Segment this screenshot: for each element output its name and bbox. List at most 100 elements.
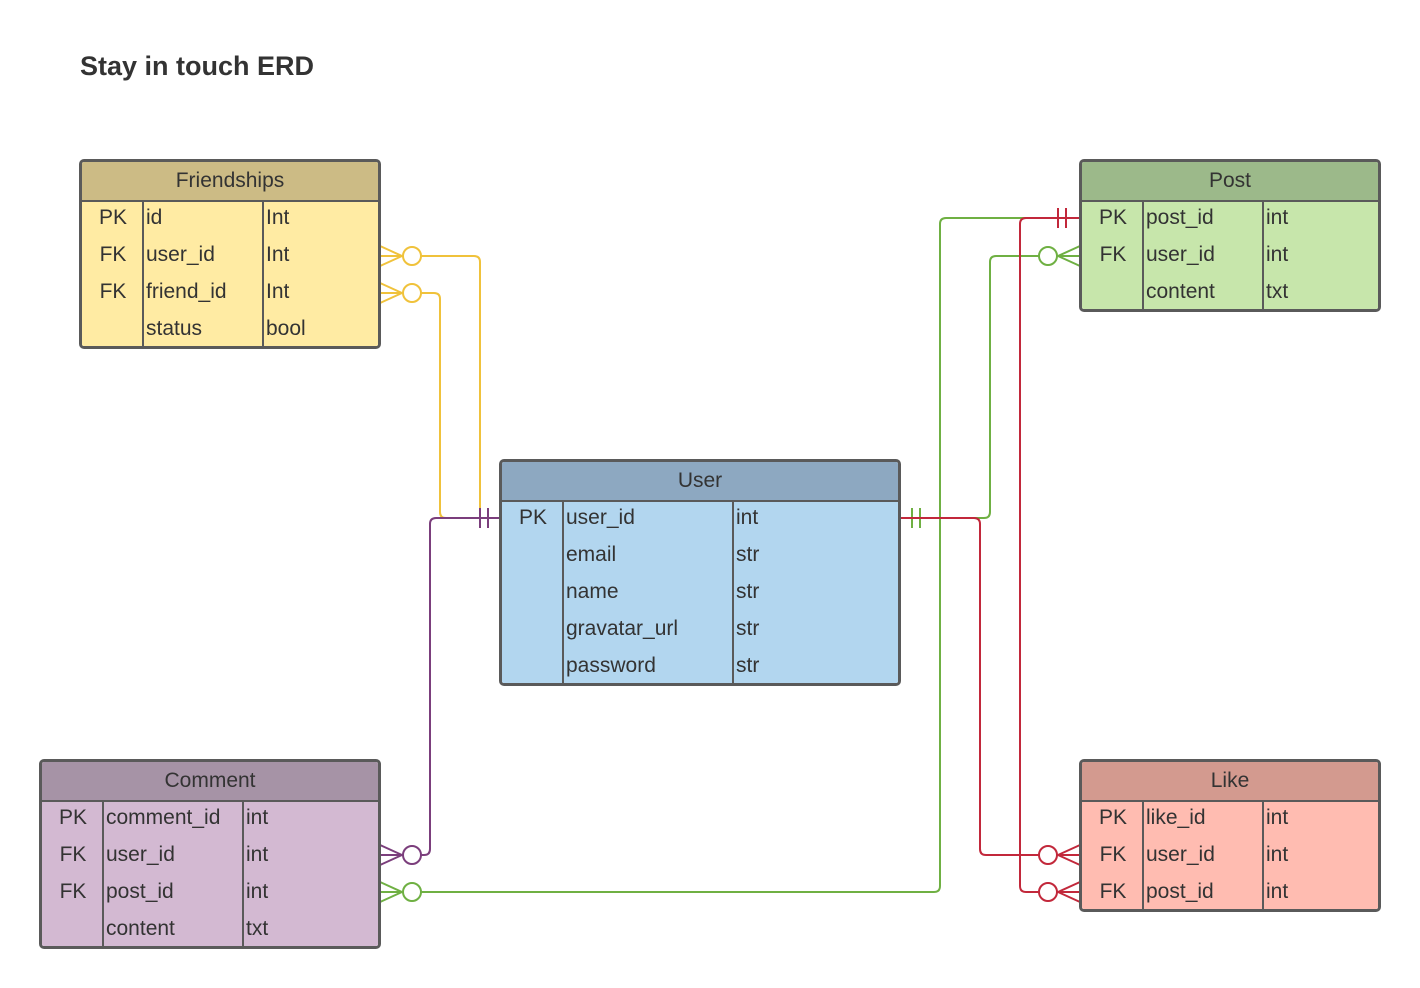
key-cell: FK: [59, 843, 87, 866]
key-cell: PK: [1098, 806, 1127, 829]
entity-row: FK friend_id Int: [82, 276, 378, 313]
key-cell: PK: [58, 806, 87, 829]
entity-header-friendships: Friendships: [82, 162, 378, 202]
type-cell: txt: [246, 917, 269, 940]
key-cell: FK: [1099, 843, 1127, 866]
field-cell: name: [566, 580, 619, 603]
field-cell: user_id: [146, 243, 215, 266]
entity-row: content txt: [1082, 276, 1378, 309]
field-cell: like_id: [1146, 806, 1206, 829]
field-cell: post_id: [1146, 880, 1214, 903]
column-divider: [562, 502, 564, 683]
type-cell: txt: [1266, 280, 1289, 303]
entity-header-user: User: [502, 462, 898, 502]
field-cell: content: [1146, 280, 1215, 303]
type-cell: int: [736, 506, 759, 529]
type-cell: int: [1266, 206, 1289, 229]
field-cell: content: [106, 917, 175, 940]
entity-row: FK user_id int: [1082, 239, 1378, 276]
entity-row: FK post_id int: [42, 876, 378, 913]
connector-post-like: [1019, 208, 1081, 903]
type-cell: Int: [266, 280, 290, 303]
column-divider: [262, 202, 264, 346]
column-divider: [1262, 802, 1264, 909]
entity-row: PK user_id int: [502, 502, 898, 539]
entity-row: FK user_id Int: [82, 239, 378, 276]
entity-row: gravatar_url str: [502, 613, 898, 650]
key-cell: PK: [1098, 206, 1127, 229]
field-cell: friend_id: [146, 280, 227, 303]
entity-header-comment: Comment: [42, 762, 378, 802]
entity-row: name str: [502, 576, 898, 613]
field-cell: email: [566, 543, 617, 566]
entity-row: FK user_id int: [42, 839, 378, 876]
key-cell: FK: [99, 280, 127, 303]
entity-row: PK like_id int: [1082, 802, 1378, 839]
type-cell: int: [246, 806, 269, 829]
connector-user-post: [900, 245, 1081, 528]
connector-user-comment: [379, 508, 500, 866]
entity-row: email str: [502, 539, 898, 576]
field-cell: post_id: [106, 880, 174, 903]
type-cell: int: [246, 880, 269, 903]
field-cell: user_id: [1146, 243, 1215, 266]
type-cell: int: [1266, 880, 1289, 903]
entity-header-like: Like: [1082, 762, 1378, 802]
field-cell: user_id: [566, 506, 635, 529]
type-cell: str: [736, 617, 760, 640]
type-cell: bool: [266, 317, 306, 340]
entity-row: status bool: [82, 313, 378, 346]
connector-friendships-user-id: [379, 245, 500, 519]
column-divider: [732, 502, 734, 683]
column-divider: [1142, 802, 1144, 909]
entity-row: FK user_id int: [1082, 839, 1378, 876]
type-cell: Int: [266, 206, 290, 229]
type-cell: int: [1266, 243, 1289, 266]
key-cell: FK: [1099, 880, 1127, 903]
type-cell: str: [736, 654, 760, 677]
entity-row: FK post_id int: [1082, 876, 1378, 909]
field-cell: user_id: [106, 843, 175, 866]
field-cell: post_id: [1146, 206, 1214, 229]
key-cell: PK: [518, 506, 547, 529]
entity-row: PK post_id int: [1082, 202, 1378, 239]
field-cell: gravatar_url: [566, 617, 679, 640]
column-divider: [242, 802, 244, 946]
entity-row: PK comment_id int: [42, 802, 378, 839]
column-divider: [1262, 202, 1264, 309]
key-cell: PK: [98, 206, 127, 229]
type-cell: str: [736, 543, 760, 566]
type-cell: str: [736, 580, 760, 603]
field-cell: id: [146, 206, 163, 229]
type-cell: int: [1266, 843, 1289, 866]
type-cell: int: [246, 843, 269, 866]
connector-friendships-friend-id: [379, 282, 500, 519]
entity-header-post: Post: [1082, 162, 1378, 202]
field-cell: user_id: [1146, 843, 1215, 866]
field-cell: password: [566, 654, 656, 677]
type-cell: Int: [266, 243, 290, 266]
key-cell: FK: [99, 243, 127, 266]
page-title: Stay in touch ERD: [80, 51, 315, 81]
column-divider: [1142, 202, 1144, 309]
type-cell: int: [1266, 806, 1289, 829]
field-cell: status: [146, 317, 203, 340]
key-cell: FK: [1099, 243, 1127, 266]
connector-user-like: [900, 517, 1081, 866]
entity-row: content txt: [42, 913, 378, 946]
field-cell: comment_id: [106, 806, 221, 829]
column-divider: [102, 802, 104, 946]
key-cell: FK: [59, 880, 87, 903]
entity-row: PK id Int: [82, 202, 378, 239]
